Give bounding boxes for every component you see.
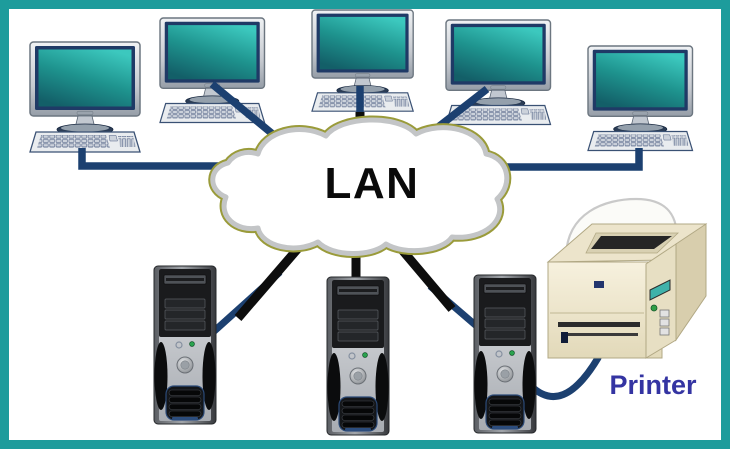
- printer-icon: [546, 197, 708, 359]
- printer-green-button: [650, 304, 658, 312]
- printer-tray-slot: [558, 322, 640, 327]
- lan-cloud: LAN: [208, 115, 512, 258]
- printer-side-face: [675, 223, 707, 342]
- workstation-2: [159, 17, 266, 124]
- workstation-1: [29, 41, 141, 153]
- server-1: [153, 265, 217, 425]
- server-2: [326, 276, 390, 436]
- printer-front-face: [547, 261, 663, 359]
- cloud-body: [210, 117, 510, 256]
- printer-output-slot: [591, 236, 672, 249]
- cable-workstation5-lan: [490, 148, 643, 171]
- cable-server3-printer: [527, 354, 602, 400]
- workstation-5: [587, 45, 694, 152]
- printer-label: Printer: [609, 370, 697, 400]
- cable-workstation1-lan: [78, 148, 242, 170]
- printer-control-panel: [645, 243, 677, 359]
- printer-lcd-display: [649, 279, 671, 301]
- printer-panel-button: [659, 327, 670, 336]
- server-3: [473, 274, 537, 434]
- printer-tray-slot-lower: [562, 333, 638, 336]
- printer-panel-button: [659, 309, 670, 318]
- printer-tray-button: [561, 332, 568, 343]
- printer-brand-logo: [594, 281, 604, 288]
- printer-panel-button: [659, 318, 670, 327]
- lan-label: LAN: [325, 159, 420, 208]
